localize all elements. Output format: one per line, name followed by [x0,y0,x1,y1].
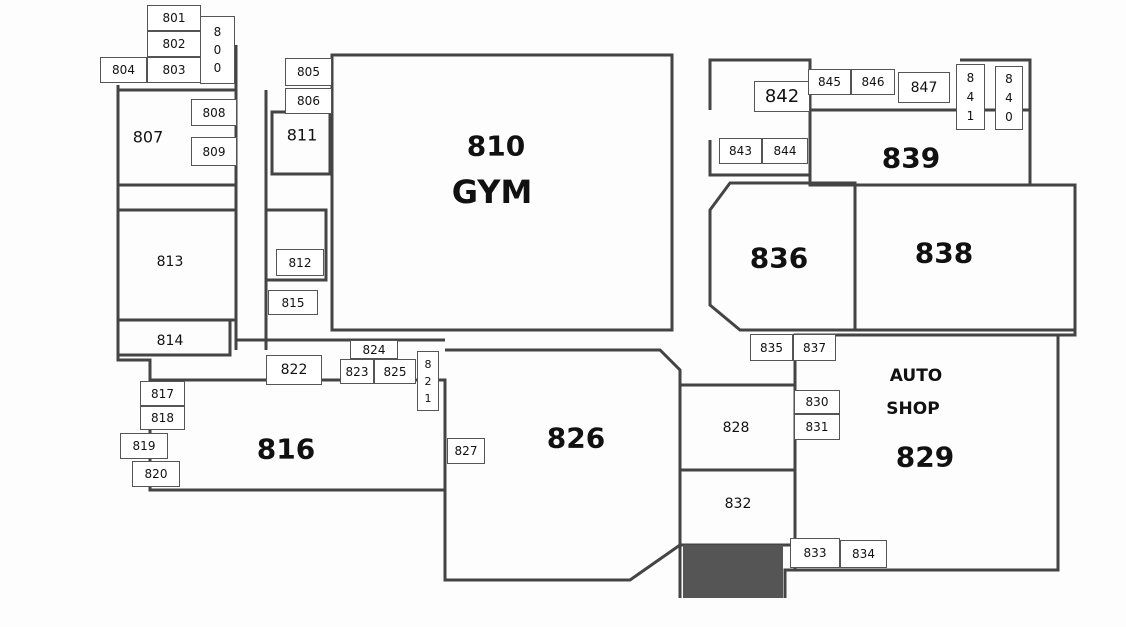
room-830: 830 [794,390,840,414]
shop-label: SHOP [886,399,940,419]
room-804: 804 [100,57,147,83]
room-845: 845 [808,69,851,95]
room-807: 807 [132,127,164,147]
room-816: 816 [256,432,316,466]
room-820: 820 [132,461,180,487]
room-825: 825 [374,359,416,384]
room-808: 808 [191,99,237,126]
room-829: 829 [895,440,955,474]
room-846: 846 [851,69,895,95]
room-817: 817 [140,381,185,406]
gym-label: GYM [451,173,533,211]
room-834: 834 [840,540,887,568]
room-826-wall [445,348,682,580]
room-822: 822 [266,355,322,385]
room-812: 812 [276,249,324,276]
room-814: 814 [156,333,184,349]
gym-wall [330,53,674,332]
room-831: 831 [794,414,840,440]
room-840: 8 4 0 [995,66,1023,130]
room-811: 811 [286,125,318,145]
room-821: 8 2 1 [417,351,439,411]
storage-block [683,545,783,598]
room-827: 827 [447,438,485,464]
room-806: 806 [285,88,332,114]
room-835: 835 [750,334,793,361]
room-837: 837 [793,334,836,361]
room-824: 824 [350,340,398,359]
room-801: 801 [147,5,201,31]
room-833: 833 [790,538,840,568]
room-836-wall [708,181,857,332]
room-841: 8 4 1 [956,64,985,130]
room-814-wall [116,318,232,357]
room-829-wall [793,333,1060,572]
room-828: 828 [722,420,750,436]
room-839: 839 [881,141,941,175]
room-826: 826 [546,421,606,455]
room-802: 802 [147,31,201,57]
room-800: 8 0 0 [200,16,235,84]
room-813: 813 [156,254,184,270]
room-847: 847 [898,72,950,103]
room-823: 823 [340,359,374,384]
room-815: 815 [268,290,318,315]
room-842-wall [708,58,812,177]
room-805: 805 [285,58,332,86]
room-809: 809 [191,137,237,166]
auto-label: AUTO [889,366,943,386]
room-842: 842 [754,81,810,112]
room-844: 844 [762,138,808,164]
room-838: 838 [914,236,974,270]
room-832: 832 [724,496,752,512]
room-818: 818 [140,406,185,430]
room-803: 803 [147,57,201,83]
room-819: 819 [120,433,168,459]
room-810: 810 [466,129,526,163]
room-836: 836 [749,241,809,275]
room-843: 843 [719,138,762,164]
